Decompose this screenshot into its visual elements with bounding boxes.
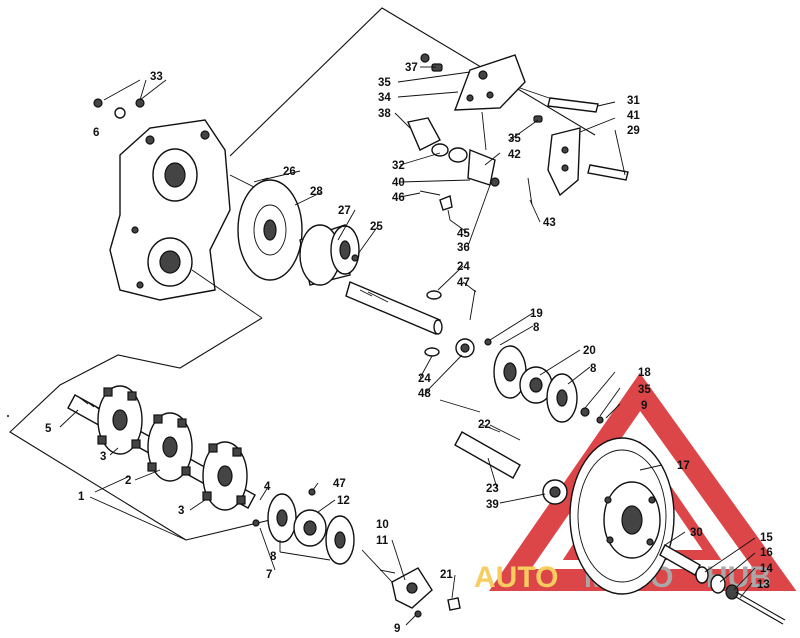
end-hardware: [659, 544, 786, 625]
gear-case: [109, 119, 263, 319]
label-3-upper: 3: [100, 451, 106, 463]
label-23: 23: [486, 483, 499, 495]
label-10: 10: [376, 519, 389, 531]
label-37: 37: [405, 62, 418, 74]
label-9-right: 9: [641, 400, 647, 412]
callout-labels: 33 6 26 28 27 25 37 35 34 38 31 41 29 35…: [45, 62, 773, 635]
label-25: 25: [370, 221, 383, 233]
label-8-mid: 8: [590, 363, 597, 375]
label-7: 7: [266, 569, 272, 581]
label-27: 27: [338, 205, 351, 217]
bearing-flange-lower: [252, 488, 355, 565]
brake-disc: [237, 179, 303, 281]
label-21: 21: [440, 569, 453, 581]
label-45: 45: [457, 228, 470, 240]
driven-sprocket: [569, 437, 675, 595]
label-38: 38: [378, 108, 391, 120]
label-35-top: 35: [378, 77, 391, 89]
label-17: 17: [677, 460, 690, 472]
spacer-bushing: [542, 479, 568, 505]
label-13: 13: [757, 579, 770, 591]
drive-sprocket-1: [97, 385, 143, 455]
label-19: 19: [530, 308, 543, 320]
label-30: 30: [690, 527, 703, 539]
label-9-bottom: 9: [394, 623, 400, 635]
leader-lines: [59, 66, 756, 626]
watermark-text-auto: AUTO: [474, 561, 558, 594]
label-35-mid: 35: [508, 133, 521, 145]
label-12: 12: [337, 495, 350, 507]
label-8-lower: 8: [270, 551, 277, 563]
drive-sprocket-3: [202, 441, 248, 511]
label-15: 15: [760, 532, 773, 544]
drive-shaft: [345, 281, 476, 358]
label-43: 43: [543, 217, 556, 229]
label-1: 1: [78, 491, 85, 503]
label-31: 31: [627, 95, 640, 107]
label-48: 48: [418, 388, 431, 400]
jackshaft: [439, 399, 521, 479]
label-35-low: 35: [638, 384, 651, 396]
label-18: 18: [638, 367, 651, 379]
label-8-upper: 8: [533, 322, 540, 334]
label-11: 11: [376, 535, 389, 547]
label-20: 20: [583, 345, 596, 357]
bearing-housing-plate: [361, 549, 461, 618]
label-29: 29: [627, 125, 640, 137]
label-47-top: 47: [457, 277, 470, 289]
label-34: 34: [378, 92, 391, 104]
label-42: 42: [508, 149, 521, 161]
label-2: 2: [125, 475, 131, 487]
drive-sprocket-2: [147, 412, 193, 482]
label-24-bot: 24: [418, 373, 431, 385]
label-6: 6: [93, 127, 99, 139]
label-41: 41: [627, 110, 640, 122]
brake-caliper: [407, 111, 533, 211]
label-26: 26: [283, 166, 296, 178]
label-24-top: 24: [457, 261, 470, 273]
label-39: 39: [486, 499, 499, 511]
caliper-plate: [533, 115, 629, 197]
nuts-washers: [93, 79, 147, 119]
label-14: 14: [760, 563, 773, 575]
label-33: 33: [150, 71, 163, 83]
label-47-bot: 47: [333, 478, 346, 490]
label-46: 46: [392, 192, 405, 204]
label-40: 40: [392, 177, 405, 189]
label-28: 28: [310, 186, 323, 198]
label-5: 5: [45, 423, 52, 435]
sprocket-hub: [299, 224, 360, 286]
label-32: 32: [392, 160, 405, 172]
label-3-lower: 3: [178, 505, 184, 517]
label-16: 16: [760, 547, 773, 559]
bearing-flange-right: [484, 338, 604, 424]
label-36: 36: [457, 242, 470, 254]
label-4: 4: [264, 481, 271, 493]
mount-bracket: [420, 53, 599, 113]
label-22: 22: [478, 419, 491, 431]
